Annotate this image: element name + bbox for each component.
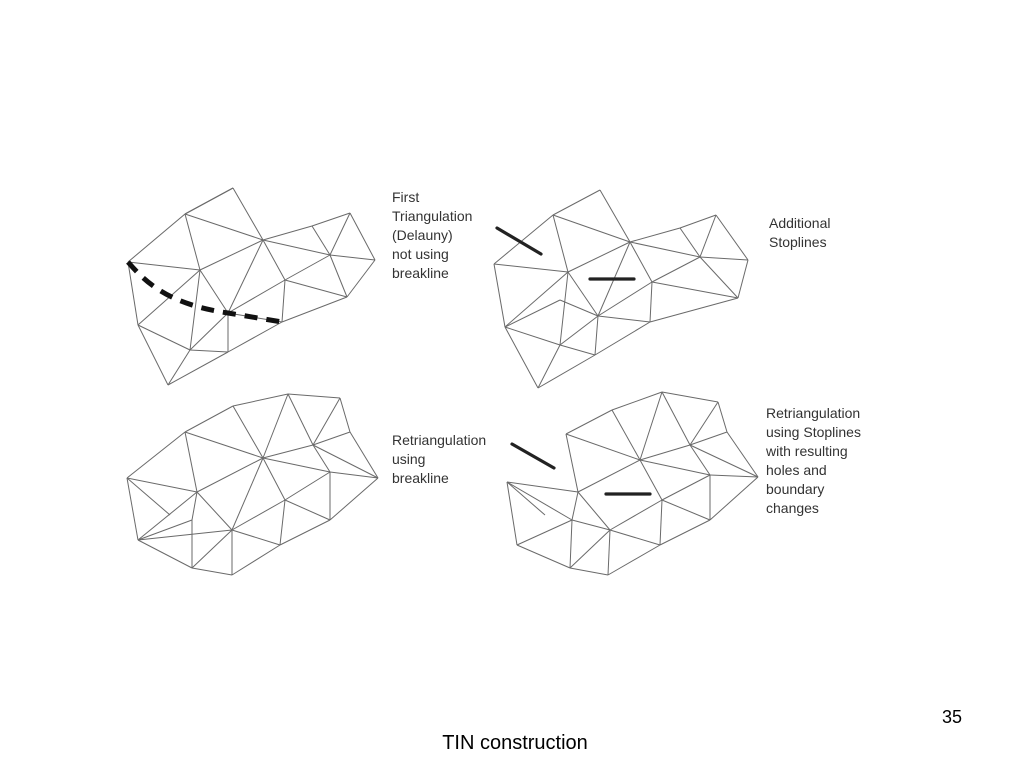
label-line: breakline: [392, 470, 449, 486]
label-first-triangulation: First Triangulation (Delauny) not using …: [392, 188, 472, 283]
label-line: boundary: [766, 481, 825, 497]
label-additional-stoplines: Additional Stoplines: [769, 214, 831, 252]
label-retriangulation-stoplines: Retriangulation using Stoplines with res…: [766, 404, 861, 518]
mesh-additional-stoplines: [493, 189, 749, 389]
label-line: Stoplines: [769, 234, 827, 250]
label-line: using Stoplines: [766, 424, 861, 440]
pointer-first-triangulation: [495, 226, 543, 256]
label-retriangulation-breakline: Retriangulation using breakline: [392, 431, 486, 488]
breakline-dashed: [126, 260, 283, 325]
label-line: Retriangulation: [392, 432, 487, 448]
slide-number: 35: [941, 707, 962, 727]
mesh-retriangulation-stoplines: [506, 391, 759, 576]
label-line: not using: [392, 246, 449, 262]
label-line: Additional: [769, 215, 831, 231]
mesh-retriangulation-breakline: [126, 393, 379, 576]
mesh-first-triangulation: [127, 187, 376, 386]
label-line: using: [392, 451, 426, 467]
label-line: First: [392, 189, 420, 205]
label-line: with resulting: [766, 443, 848, 459]
label-line: Retriangulation: [766, 405, 861, 421]
label-line: changes: [766, 500, 819, 516]
pointer-retriangulation-breakline: [510, 442, 556, 470]
label-line: (Delauny): [392, 227, 453, 243]
label-line: breakline: [392, 265, 449, 281]
label-line: Triangulation: [392, 208, 473, 224]
label-line: holes and: [766, 462, 827, 478]
slide-title: TIN construction: [442, 732, 588, 754]
